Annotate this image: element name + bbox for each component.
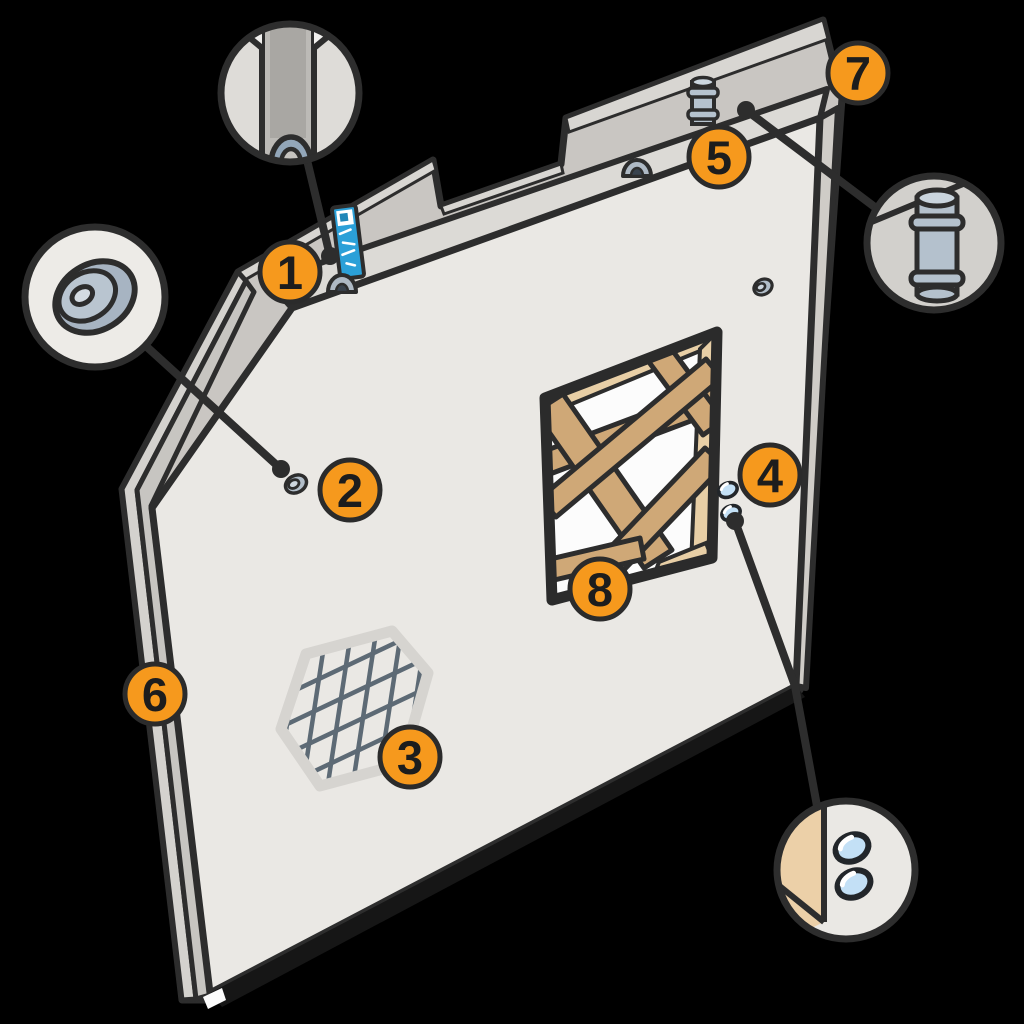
leader-line-washer — [143, 343, 285, 473]
panel-bottom-shadow — [210, 686, 805, 1007]
leader-dots — [272, 101, 755, 530]
callouts: 1 2 3 4 5 6 7 8 — [122, 40, 891, 790]
label-markings — [338, 228, 357, 267]
washer-plug-small — [752, 277, 774, 297]
callout-2-label: 2 — [337, 464, 363, 517]
callout-1: 1 — [257, 239, 323, 305]
leader-line-keyhole — [303, 156, 334, 260]
leader-line-adhesive — [731, 517, 821, 810]
leader-dot — [737, 101, 755, 119]
window-opening — [539, 326, 723, 606]
leader-dot — [726, 512, 744, 530]
callout-6-label: 6 — [142, 668, 168, 721]
callout-4-label: 4 — [757, 449, 783, 502]
magnifier-pipe-connector — [863, 172, 1005, 314]
window-frame — [539, 326, 723, 606]
callout-4: 4 — [737, 442, 803, 508]
callout-8-label: 8 — [587, 563, 613, 616]
callout-3-label: 3 — [397, 731, 423, 784]
keyhole-hanger — [621, 158, 653, 178]
callout-7: 7 — [825, 40, 891, 106]
callout-5: 5 — [686, 124, 752, 190]
back-panel-top-strip — [564, 18, 830, 134]
callout-7-label: 7 — [845, 47, 871, 100]
magnifier-keyhole-slot — [217, 20, 363, 166]
callout-3: 3 — [377, 724, 443, 790]
bottom-corner-sliver — [203, 988, 226, 1009]
callout-8: 8 — [567, 556, 633, 622]
pipe-connector — [686, 75, 720, 126]
washer-plug-small — [283, 473, 309, 495]
callout-2: 2 — [317, 457, 383, 523]
callout-5-label: 5 — [706, 131, 732, 184]
leader-line-pipe — [742, 106, 888, 218]
keyhole-hanger — [326, 273, 358, 294]
leader-lines — [143, 106, 888, 810]
back-panel-notch-strip — [439, 162, 565, 216]
callout-6: 6 — [122, 661, 188, 727]
magnifier-washer-plug — [21, 223, 169, 371]
leader-dot — [272, 460, 290, 478]
wood-braces — [545, 336, 717, 598]
callout-1-label: 1 — [277, 246, 303, 299]
leader-dot — [321, 247, 339, 265]
